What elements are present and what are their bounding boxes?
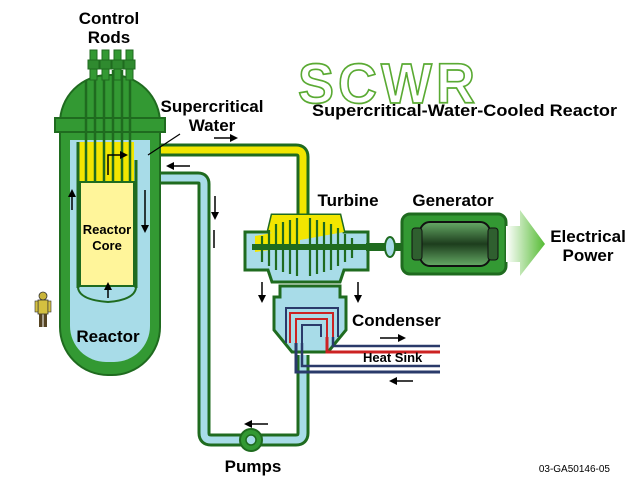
generator bbox=[400, 212, 508, 276]
logo-subtitle: Supercritical-Water-Cooled Reactor bbox=[312, 101, 617, 120]
reactor-vessel bbox=[54, 70, 166, 376]
feedwater-pipe bbox=[150, 171, 310, 447]
logo-text: SCWR bbox=[298, 52, 479, 115]
label-figure-id: 03-GA50146-05 bbox=[539, 464, 611, 475]
label-electrical-line2: Power bbox=[562, 246, 613, 265]
label-supercritical-line2: Water bbox=[189, 116, 236, 135]
scwr-logo: SCWR Supercritical-Water-Cooled Reactor bbox=[297, 51, 617, 120]
label-supercritical-line1: Supercritical bbox=[161, 97, 264, 116]
turbine bbox=[243, 213, 412, 303]
flow-arrows bbox=[166, 134, 268, 428]
supercritical-pipe bbox=[140, 143, 310, 222]
labels: Control Rods Supercritical Water Reactor… bbox=[76, 9, 625, 476]
pump bbox=[239, 428, 263, 452]
control-rod-drives bbox=[87, 49, 136, 81]
label-control-rods-line2: Rods bbox=[88, 28, 131, 47]
label-control-rods-line1: Control bbox=[79, 9, 139, 28]
label-reactor-core-line1: Reactor bbox=[83, 222, 131, 237]
label-generator: Generator bbox=[412, 191, 494, 210]
person-scale-figure bbox=[34, 291, 52, 327]
label-pumps: Pumps bbox=[225, 457, 282, 476]
label-heat-sink: Heat Sink bbox=[363, 350, 423, 365]
electrical-power-arrow bbox=[506, 210, 545, 276]
condenser bbox=[272, 284, 440, 385]
label-condenser: Condenser bbox=[352, 311, 441, 330]
label-reactor-core-line2: Core bbox=[92, 238, 122, 253]
label-turbine: Turbine bbox=[317, 191, 378, 210]
reactor-core bbox=[79, 181, 135, 287]
label-reactor: Reactor bbox=[76, 327, 140, 346]
label-electrical-line1: Electrical bbox=[550, 227, 626, 246]
